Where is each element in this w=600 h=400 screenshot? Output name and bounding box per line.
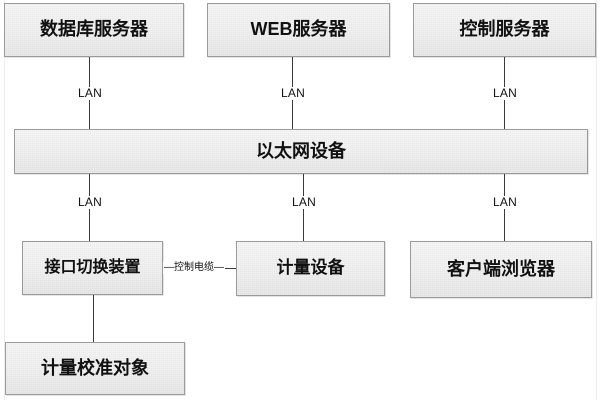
connector-interface-to-calibration: [93, 295, 94, 342]
node-ethernet-device-label: 以太网设备: [256, 140, 346, 161]
page-edge-right: [596, 0, 597, 400]
node-calibration-object[interactable]: 计量校准对象: [5, 342, 185, 395]
link-label-web-to-ethernet: LAN: [278, 87, 308, 100]
node-calibration-object-label: 计量校准对象: [41, 357, 149, 378]
link-label-db-to-ethernet: LAN: [75, 87, 105, 100]
node-ethernet-device[interactable]: 以太网设备: [14, 129, 588, 174]
node-db-server-label: 数据库服务器: [40, 19, 148, 40]
node-interface-switch[interactable]: 接口切换装置: [22, 241, 163, 295]
node-db-server[interactable]: 数据库服务器: [4, 3, 184, 57]
node-control-server[interactable]: 控制服务器: [413, 3, 596, 57]
link-label-ethernet-to-client: LAN: [490, 196, 520, 209]
page-edge-left: [4, 0, 5, 400]
node-metering-device-label: 计量设备: [276, 258, 345, 278]
link-label-control-cable: —控制电缆—: [163, 262, 225, 274]
link-label-ethernet-to-interface: LAN: [75, 196, 105, 209]
link-label-ethernet-to-metering: LAN: [289, 196, 319, 209]
node-metering-device[interactable]: 计量设备: [236, 241, 385, 296]
link-label-control-to-ethernet: LAN: [490, 87, 520, 100]
node-client-browser[interactable]: 客户端浏览器: [410, 241, 592, 298]
node-client-browser-label: 客户端浏览器: [447, 258, 555, 279]
node-web-server-label: WEB服务器: [250, 19, 347, 40]
node-control-server-label: 控制服务器: [459, 19, 550, 40]
node-interface-switch-label: 接口切换装置: [44, 259, 141, 277]
node-web-server[interactable]: WEB服务器: [207, 3, 390, 57]
